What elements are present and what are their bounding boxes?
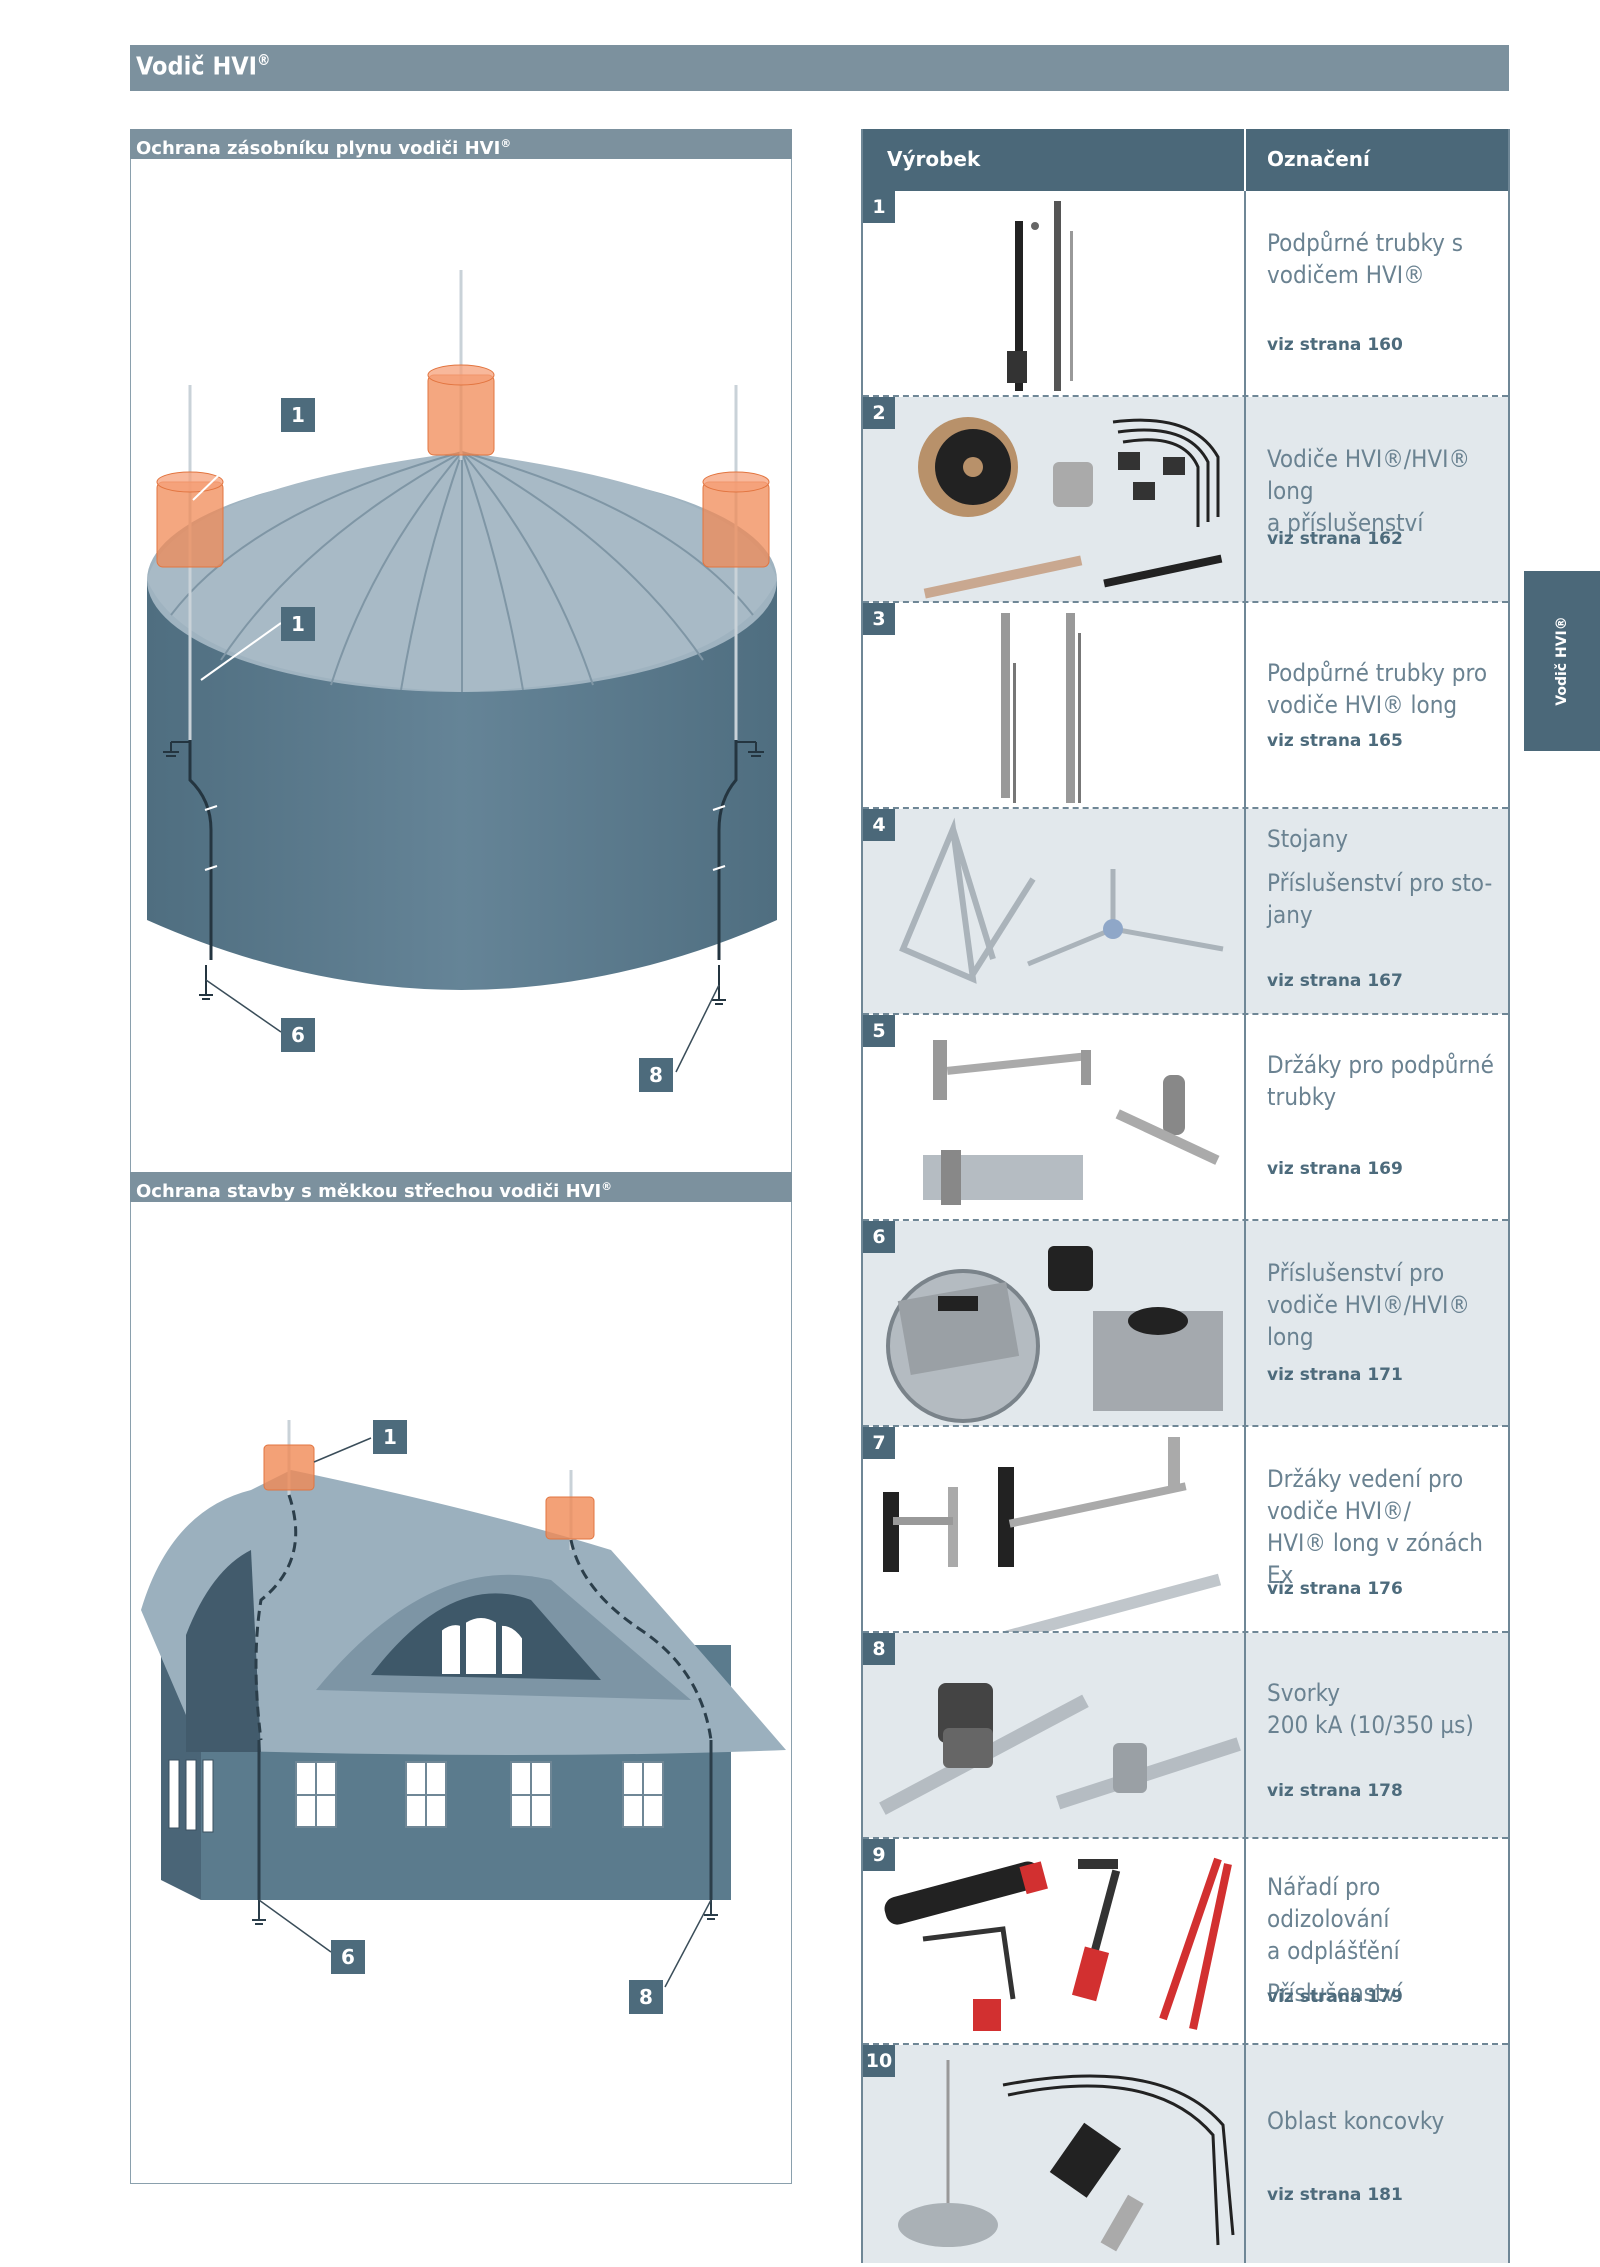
row-number: 1: [863, 191, 895, 223]
table-row[interactable]: 4 Stojany Příslušenství pro sto- jany vi…: [863, 809, 1508, 1015]
product-image-clamps: [863, 1633, 1244, 1838]
page-reference[interactable]: viz strana 171: [1267, 1365, 1403, 1385]
callout-tag-6b: 6: [331, 1940, 365, 1974]
row-number: 2: [863, 397, 895, 429]
product-image-hvi-long-tubes: [863, 603, 1244, 808]
product-image-tube-holders: [863, 1015, 1244, 1220]
callout-tag-8b: 8: [629, 1980, 663, 2014]
product-image-support-tubes: [863, 191, 1244, 396]
section1-header: Ochrana zásobníku plynu vodiči HVI®: [130, 129, 792, 159]
product-image-stripping-tools: [863, 1839, 1244, 2044]
callout-tag-8: 8: [639, 1058, 673, 1092]
col-header-name: Označení: [1267, 147, 1370, 171]
page-reference[interactable]: viz strana 178: [1267, 1781, 1403, 1801]
table-header: Výrobek Označení: [863, 129, 1508, 191]
page-reference[interactable]: viz strana 181: [1267, 2185, 1403, 2205]
section2-header: Ochrana stavby s měkkou střechou vodiči …: [130, 1172, 792, 1202]
callout-tag-1b: 1: [281, 607, 315, 641]
row-number: 6: [863, 1221, 895, 1253]
gas-storage-illustration: [147, 270, 777, 1073]
product-image-hvi-cables: [863, 397, 1244, 602]
page-title: Vodič HVI®: [136, 51, 271, 81]
row-number: 9: [863, 1839, 895, 1871]
row-number: 7: [863, 1427, 895, 1459]
page-reference[interactable]: viz strana 160: [1267, 335, 1403, 355]
page-reference[interactable]: viz strana 179: [1267, 1987, 1403, 2007]
product-image-hvi-accessories: [863, 1221, 1244, 1426]
col-header-product: Výrobek: [887, 147, 981, 171]
thatched-house-illustration: [141, 1420, 786, 1988]
row-number: 8: [863, 1633, 895, 1665]
page-title-bar: Vodič HVI®: [130, 45, 1509, 91]
row-number: 10: [863, 2045, 895, 2077]
page-reference[interactable]: viz strana 169: [1267, 1159, 1403, 1179]
page-reference[interactable]: viz strana 162: [1267, 529, 1403, 549]
callout-tag-6: 6: [281, 1018, 315, 1052]
product-name: Oblast koncovky: [1267, 2107, 1445, 2135]
product-image-ex-zone-holders: [863, 1427, 1244, 1643]
table-row[interactable]: 10 Oblast koncovky viz strana 181: [863, 2045, 1508, 2263]
side-tab-label: Vodič HVI®: [1554, 616, 1570, 706]
chapter-side-tab[interactable]: Vodič HVI®: [1524, 571, 1600, 751]
row-number: 3: [863, 603, 895, 635]
callout-tag-1c: 1: [373, 1420, 407, 1454]
row-number: 5: [863, 1015, 895, 1047]
page-reference[interactable]: viz strana 165: [1267, 731, 1403, 751]
product-image-stands: [863, 809, 1244, 1014]
row-number: 4: [863, 809, 895, 841]
page-reference[interactable]: viz strana 176: [1267, 1579, 1403, 1599]
product-image-termination: [863, 2045, 1244, 2263]
callout-tag-1a: 1: [281, 398, 315, 432]
page-reference[interactable]: viz strana 167: [1267, 971, 1403, 991]
product-name: Stojany Příslušenství pro sto- jany: [1267, 825, 1493, 929]
